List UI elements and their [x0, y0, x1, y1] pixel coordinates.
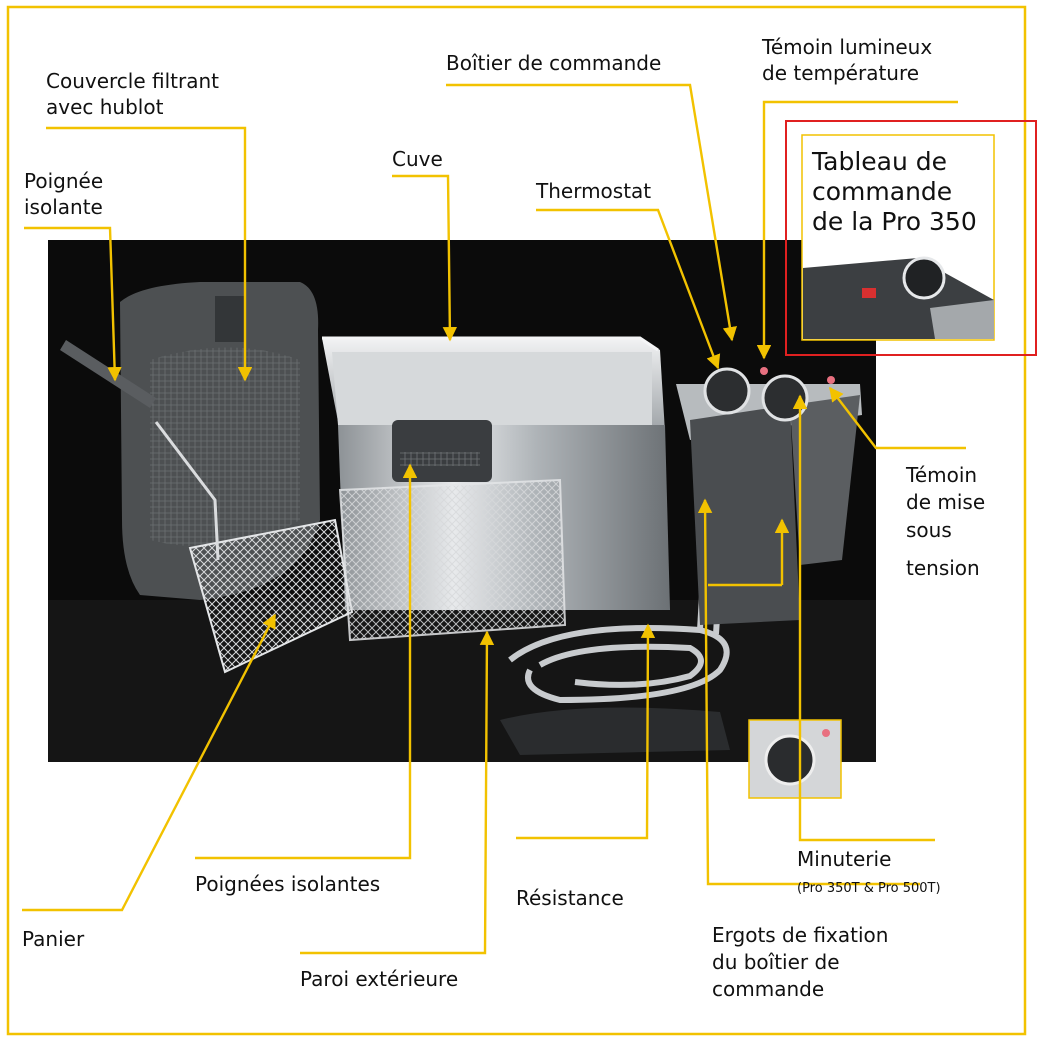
- leader-boitier: [446, 83, 737, 342]
- label-poignee-1: Poignée: [24, 169, 103, 193]
- deep-fryer-photo: [48, 240, 876, 762]
- outer-frame: [6, 5, 1027, 1036]
- leader-lines: [22, 83, 966, 955]
- timer-inset-light: [822, 729, 830, 737]
- control-box: [676, 367, 862, 625]
- label-poignees-isolantes: Poignées isolantes: [195, 872, 380, 896]
- tank-cuve: [322, 336, 665, 432]
- inset-power-light: [862, 288, 876, 298]
- label-minuterie: Minuterie: [797, 847, 891, 871]
- temperature-light: [760, 367, 768, 375]
- leader-panier: [22, 613, 277, 912]
- inset-panel-edge: [930, 300, 994, 339]
- leader-paroi: [300, 630, 495, 955]
- label-poignee-2: isolante: [24, 195, 103, 219]
- leader-cuve: [392, 174, 458, 342]
- leader-couvercle: [46, 126, 253, 382]
- label-paroi: Paroi extérieure: [300, 967, 458, 991]
- label-cuve: Cuve: [392, 147, 443, 171]
- tableau-label-line3: de la Pro 350: [812, 207, 977, 236]
- label-couvercle-2: avec hublot: [46, 95, 164, 119]
- tableau-label-line1: Tableau de: [811, 147, 947, 176]
- label-panier: Panier: [22, 927, 85, 951]
- label-temoin-tension-2: de mise: [906, 490, 985, 514]
- label-boitier: Boîtier de commande: [446, 51, 661, 75]
- label-temoin-tension-4: tension: [906, 556, 980, 580]
- label-ergots-1: Ergots de fixation: [712, 923, 888, 947]
- leader-poignees-isolantes: [195, 463, 418, 860]
- label-temoin-temp-2: de température: [762, 61, 919, 85]
- leader-poignee: [24, 226, 122, 382]
- label-ergots-2: du boîtier de: [712, 950, 840, 974]
- leader-temoin-tension: [829, 386, 966, 450]
- leader-minuterie: [792, 394, 935, 842]
- inset-border-red: [785, 120, 1037, 356]
- basket-handle: [154, 421, 220, 561]
- basket-rear: [338, 478, 567, 642]
- tank-handle-grip: [392, 420, 492, 482]
- leader-resistance: [516, 623, 656, 840]
- label-couvercle-1: Couvercle filtrant: [46, 69, 219, 93]
- timer-knob-photo: [764, 734, 816, 786]
- leader-temoin-temp: [756, 100, 958, 360]
- label-temoin-temp-1: Témoin lumineux: [761, 35, 932, 59]
- label-minuterie-note: (Pro 350T & Pro 500T): [797, 881, 941, 896]
- inset-control-panel: Tableau de commande de la Pro 350: [785, 120, 1037, 356]
- inset-timer: [748, 719, 842, 799]
- tank-handle-slots: [400, 452, 480, 466]
- heating-element-reflection: [500, 707, 730, 755]
- label-resistance: Résistance: [516, 886, 624, 910]
- leader-ergots-left: [697, 498, 920, 886]
- label-temoin-tension-1: Témoin: [905, 463, 977, 487]
- label-temoin-tension-3: sous: [906, 518, 952, 542]
- leader-thermostat: [536, 208, 721, 370]
- tableau-label-line2: commande: [812, 177, 952, 206]
- inset-knob: [902, 256, 946, 300]
- power-light: [827, 376, 835, 384]
- lid-grip: [215, 296, 245, 342]
- label-thermostat: Thermostat: [535, 179, 651, 203]
- label-ergots-3: commande: [712, 977, 824, 1001]
- thermostat-knob: [703, 367, 751, 415]
- lid-window: [150, 347, 300, 547]
